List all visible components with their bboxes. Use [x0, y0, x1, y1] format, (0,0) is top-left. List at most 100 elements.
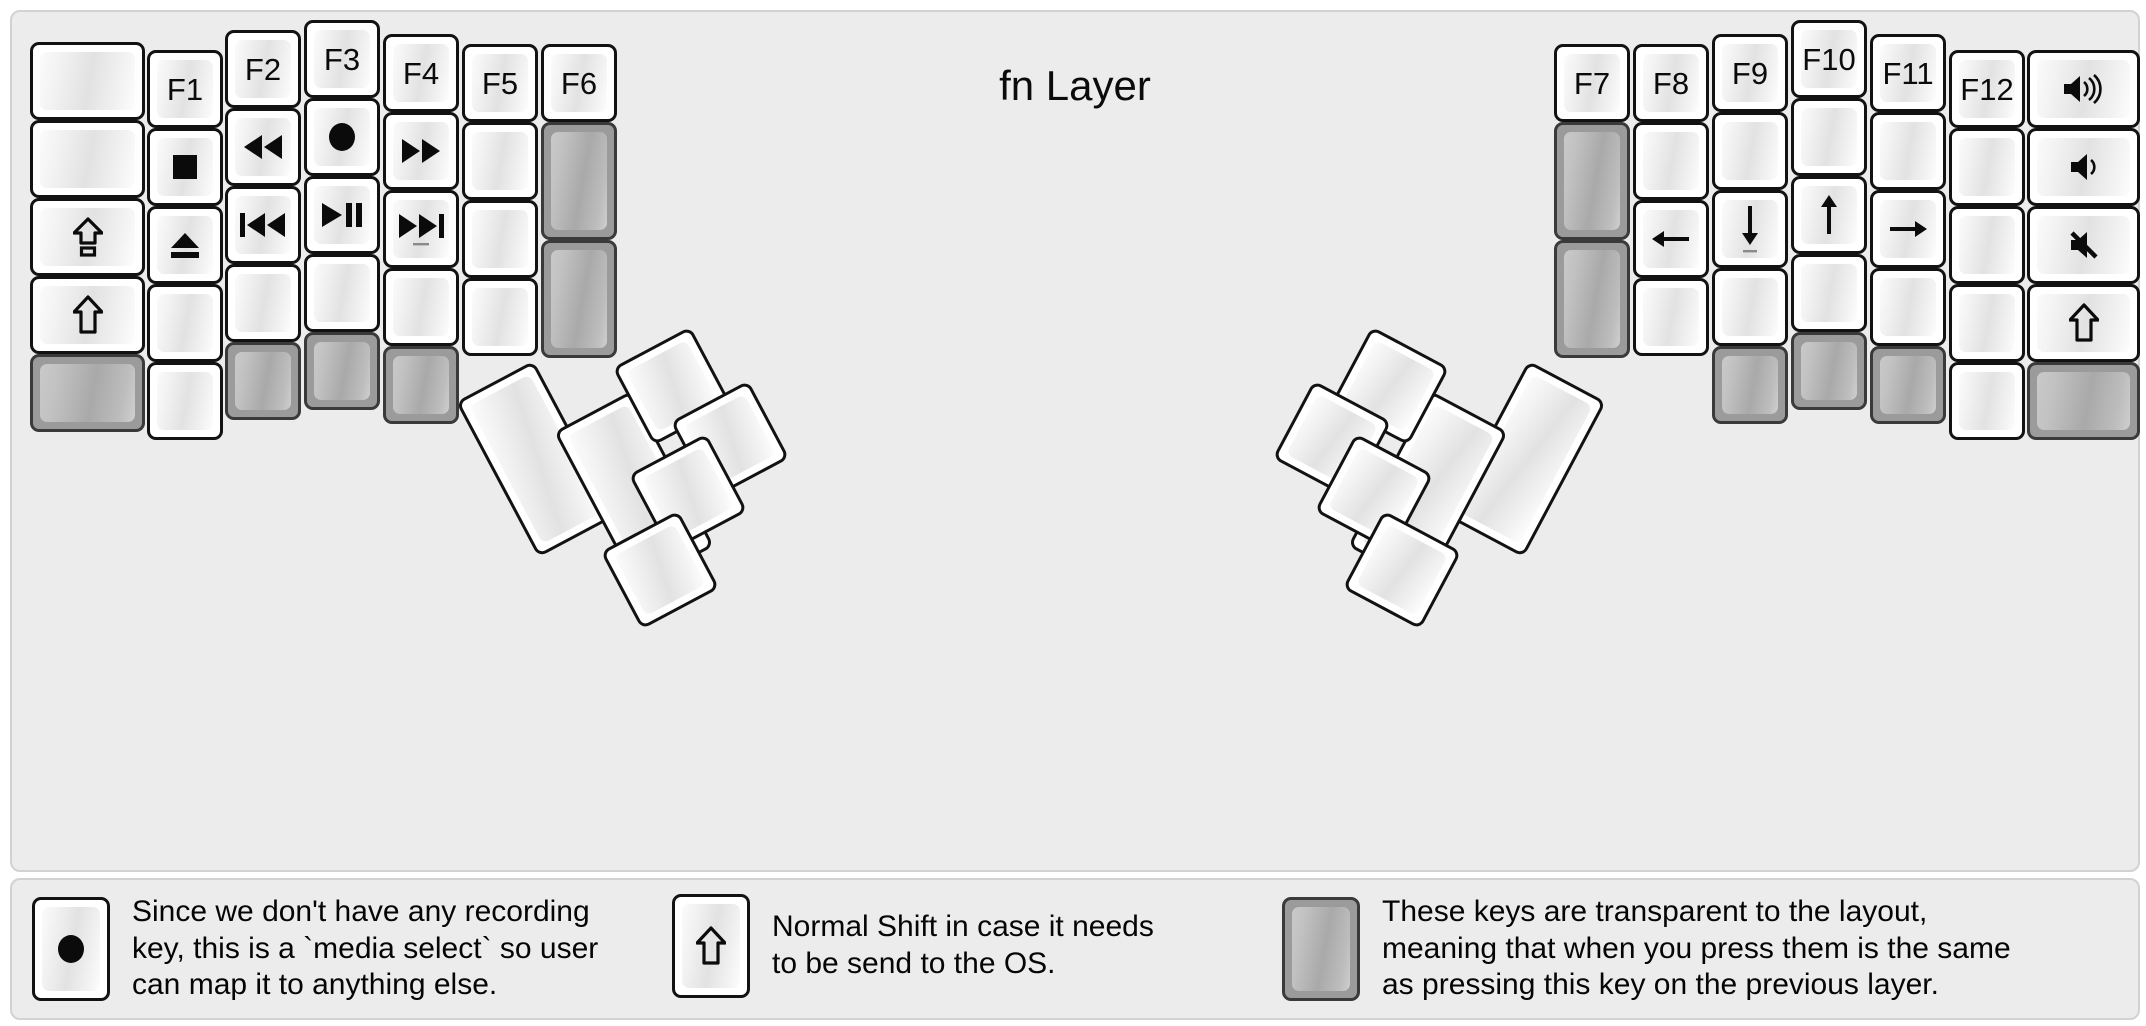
volume-mute-icon	[2069, 230, 2099, 260]
key-left-pinky-outer-1[interactable]	[30, 120, 145, 198]
legend-text-line: meaning that when you press them is the …	[1382, 931, 2011, 965]
key-left-pinky-0[interactable]: F1	[147, 50, 223, 128]
key-left-inner-extra-0[interactable]: F6	[541, 44, 617, 122]
keycap-face: F5	[472, 54, 528, 112]
key-left-ring-4[interactable]	[225, 342, 301, 420]
key-left-index-inner-2[interactable]	[462, 200, 538, 278]
arrow-right-icon	[1888, 216, 1928, 242]
key-right-pinky-outer-2[interactable]	[1949, 206, 2025, 284]
shift-icon	[2068, 303, 2099, 343]
arrow-left-icon	[1651, 226, 1691, 252]
key-label: F7	[1573, 65, 1611, 101]
key-left-index-inner-3[interactable]	[462, 278, 538, 356]
key-right-middle-0[interactable]: F9	[1712, 34, 1788, 112]
key-label: F3	[323, 41, 361, 77]
keycap-face	[1722, 200, 1778, 258]
keycap-face	[393, 200, 449, 258]
key-left-pinky-outer-4[interactable]	[30, 354, 145, 432]
key-label: F8	[1652, 65, 1690, 101]
key-right-index-2[interactable]	[1633, 200, 1709, 278]
keycap-face: F4	[393, 44, 449, 102]
arrow-up-icon	[1816, 194, 1842, 236]
keycap-face	[157, 138, 213, 196]
key-left-index-inner-1[interactable]	[462, 122, 538, 200]
keycap-face	[551, 132, 607, 230]
key-right-pinky-outer-1[interactable]	[1949, 128, 2025, 206]
legend-sample-key	[32, 896, 110, 1001]
keycap-face	[1959, 138, 2015, 196]
key-right-ring-0[interactable]: F10	[1791, 20, 1867, 98]
key-left-ring-0[interactable]: F2	[225, 30, 301, 108]
keycap-face	[1959, 294, 2015, 352]
key-right-middle-1[interactable]	[1712, 112, 1788, 190]
key-right-outer-extra-4[interactable]	[2027, 362, 2140, 440]
key-left-index-0[interactable]: F4	[383, 34, 459, 112]
key-left-ring-3[interactable]	[225, 264, 301, 342]
key-right-pinky-outer-0[interactable]: F12	[1949, 50, 2025, 128]
key-left-middle-3[interactable]	[304, 254, 380, 332]
keycap-face	[314, 264, 370, 322]
key-right-pinky-3[interactable]	[1870, 268, 1946, 346]
key-left-index-3[interactable]	[383, 268, 459, 346]
key-left-pinky-outer-3[interactable]	[30, 276, 145, 354]
key-right-outer-extra-3[interactable]	[2027, 284, 2140, 362]
key-right-middle-3[interactable]	[1712, 268, 1788, 346]
keycap-face	[42, 906, 100, 991]
key-label: F11	[1882, 55, 1934, 91]
key-left-ring-2[interactable]	[225, 186, 301, 264]
key-right-index-1[interactable]	[1633, 122, 1709, 200]
key-right-middle-4[interactable]	[1712, 346, 1788, 424]
key-right-ring-4[interactable]	[1791, 332, 1867, 410]
key-left-pinky-outer-2[interactable]	[30, 198, 145, 276]
key-left-index-4[interactable]	[383, 346, 459, 424]
caps-lock-icon	[72, 217, 103, 257]
keycap-face	[1722, 356, 1778, 414]
key-left-middle-2[interactable]	[304, 176, 380, 254]
key-right-index-inner-2[interactable]	[1554, 240, 1630, 358]
key-left-index-inner-0[interactable]: F5	[462, 44, 538, 122]
key-left-middle-0[interactable]: F3	[304, 20, 380, 98]
key-left-pinky-2[interactable]	[147, 206, 223, 284]
key-left-pinky-3[interactable]	[147, 284, 223, 362]
key-right-index-0[interactable]: F8	[1633, 44, 1709, 122]
keycap-face	[235, 118, 291, 176]
key-right-middle-2[interactable]	[1712, 190, 1788, 268]
key-right-ring-1[interactable]	[1791, 98, 1867, 176]
media-fastforward-icon	[400, 137, 442, 165]
key-right-pinky-1[interactable]	[1870, 112, 1946, 190]
keycap-face	[1564, 132, 1620, 230]
key-left-inner-extra-2[interactable]	[541, 240, 617, 358]
key-left-ring-1[interactable]	[225, 108, 301, 186]
key-right-pinky-outer-4[interactable]	[1949, 362, 2025, 440]
keycap-face	[1880, 356, 1936, 414]
key-right-outer-extra-0[interactable]	[2027, 50, 2140, 128]
key-right-outer-extra-1[interactable]	[2027, 128, 2140, 206]
key-left-index-2[interactable]	[383, 190, 459, 268]
key-right-index-3[interactable]	[1633, 278, 1709, 356]
legend-text-line: These keys are transparent to the layout…	[1382, 895, 1928, 928]
key-right-ring-3[interactable]	[1791, 254, 1867, 332]
key-left-pinky-1[interactable]	[147, 128, 223, 206]
key-right-index-inner-1[interactable]	[1554, 122, 1630, 240]
key-left-pinky-4[interactable]	[147, 362, 223, 440]
keycap-face	[1643, 210, 1699, 268]
keycap-face	[393, 356, 449, 414]
keycap-face	[157, 294, 213, 352]
key-right-pinky-2[interactable]	[1870, 190, 1946, 268]
key-right-pinky-0[interactable]: F11	[1870, 34, 1946, 112]
key-right-ring-2[interactable]	[1791, 176, 1867, 254]
key-right-pinky-outer-3[interactable]	[1949, 284, 2025, 362]
key-left-index-1[interactable]	[383, 112, 459, 190]
key-left-middle-4[interactable]	[304, 332, 380, 410]
key-left-pinky-outer-0[interactable]	[30, 42, 145, 120]
key-right-index-inner-0[interactable]: F7	[1554, 44, 1630, 122]
key-right-outer-extra-2[interactable]	[2027, 206, 2140, 284]
key-left-inner-extra-1[interactable]	[541, 122, 617, 240]
keycap-face	[40, 130, 135, 188]
keycap-face	[157, 372, 213, 430]
key-left-middle-1[interactable]	[304, 98, 380, 176]
key-right-pinky-4[interactable]	[1870, 346, 1946, 424]
